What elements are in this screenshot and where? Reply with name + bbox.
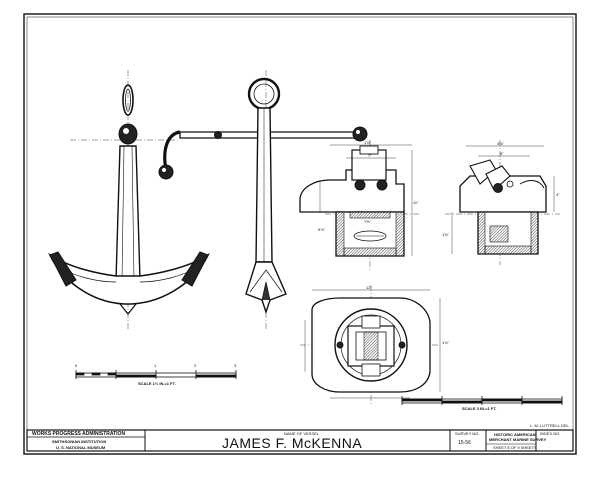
scale-left-tick-0: 0 — [75, 363, 78, 368]
drafter-credit: L. M. LUTTRELL DEL. — [530, 423, 570, 428]
anchor-front-view — [48, 70, 210, 330]
vessel-name: JAMES F. McKENNA — [222, 435, 363, 451]
dim-label-h: 1⅜" — [442, 232, 449, 237]
institution-line-2: U. S. NATIONAL MUSEUM — [56, 445, 106, 450]
survey-title-line-1: HISTORIC AMERICAN — [494, 432, 536, 437]
dim-label-b: 7" — [368, 153, 372, 158]
scale-bar-left — [75, 370, 237, 379]
dim-label-i: 4" — [556, 192, 560, 197]
scale-right-label: SCALE 3 IN.=1 FT. — [462, 406, 497, 411]
scale-left-tick-1: 1 — [154, 363, 157, 368]
scale-left-label: SCALE 1½ IN.=1 FT. — [138, 381, 176, 386]
dim-label-e: 11" — [413, 200, 419, 205]
scale-bar-right — [401, 396, 563, 405]
institution-line-1: SMITHSONIAN INSTITUTION — [52, 439, 107, 444]
fitting-section-view-b — [445, 140, 560, 265]
dim-label-c: 7⅜" — [364, 219, 371, 224]
sheet-info: SHEET 8 OF 9 SHEETS — [493, 445, 537, 450]
anchor-side-view — [158, 70, 368, 330]
dim-label-d: 9⅞" — [318, 227, 325, 232]
survey-title-line-2: MERCHANT MARINE SURVEY — [489, 437, 547, 442]
fitting-section-view-a — [299, 140, 420, 270]
agency-name: WORKS PROGRESS ADMINISTRATION — [32, 431, 126, 437]
index-no-label: INDEX NO. — [540, 431, 561, 436]
dim-label-k: 1¾" — [442, 340, 449, 345]
survey-no-label: SURVEY NO. — [455, 431, 480, 436]
dim-label-j: 12" — [366, 285, 372, 290]
survey-no: 15-56 — [458, 440, 471, 446]
dim-label-g: 9" — [500, 151, 504, 156]
scale-left-tick-3: 3 — [234, 363, 237, 368]
scale-left-tick-2: 2 — [194, 363, 197, 368]
dim-label-a: 1⅞" — [364, 140, 371, 145]
fitting-plan-view — [300, 285, 441, 405]
title-block-frame — [26, 429, 574, 452]
dim-label-f: 4⅜" — [497, 141, 504, 146]
vessel-label: NAME OF VESSEL — [284, 431, 319, 436]
sheet-border-outer — [23, 13, 577, 455]
